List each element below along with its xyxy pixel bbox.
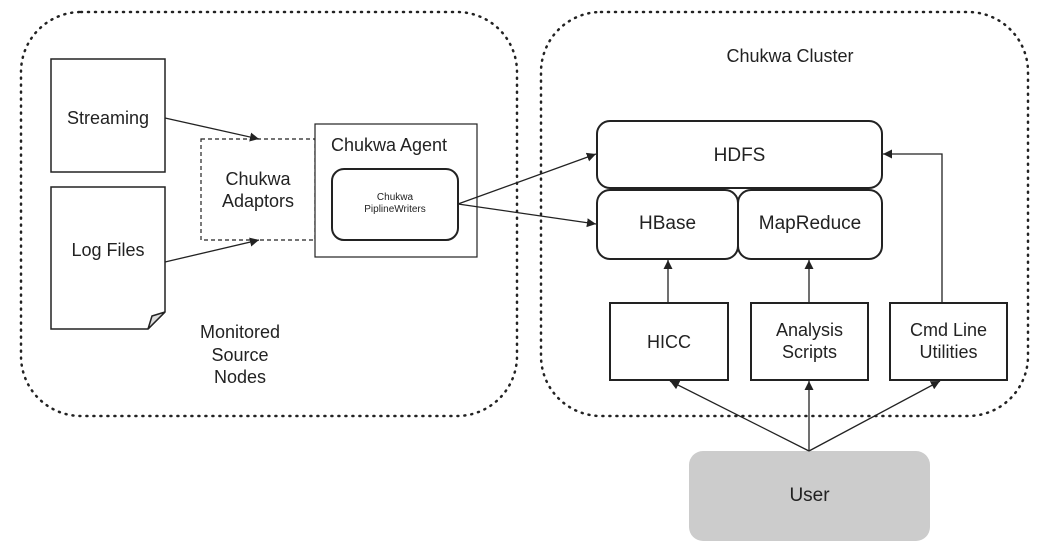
arrow-logfiles-to-adaptors (164, 237, 260, 263)
hdfs-label: HDFS (713, 145, 766, 167)
agent-title: Chukwa Agent (330, 134, 448, 155)
log-files-fold (147, 311, 166, 330)
hicc-box (609, 302, 729, 381)
analysis-label: Analysis Scripts (775, 319, 844, 363)
hdfs-box (596, 120, 883, 189)
adaptors-label: Chukwa Adaptors (221, 168, 295, 212)
cmdline-box (889, 302, 1008, 381)
streaming-box (50, 58, 166, 173)
hbase-label: HBase (638, 213, 697, 235)
arrow-user-to-cmdline (808, 380, 941, 452)
arrow-user-to-hicc (669, 380, 810, 452)
mapreduce-box (737, 189, 883, 260)
log-files-label: Log Files (71, 239, 145, 260)
pipeline-writers-label: Chukwa PiplineWriters (364, 192, 426, 215)
arrow-writers-to-hbase (457, 203, 597, 228)
analysis-box (750, 302, 869, 381)
source-nodes-label: Monitored Source Nodes (199, 322, 281, 388)
chukwa-cluster-label: Chukwa Cluster (726, 45, 854, 66)
mapreduce-label: MapReduce (758, 213, 862, 235)
user-box (689, 451, 930, 541)
arrow-streaming-to-adaptors (164, 117, 260, 142)
hicc-label: HICC (647, 331, 691, 352)
streaming-label: Streaming (66, 107, 150, 128)
arrow-writers-to-hdfs (457, 152, 597, 205)
chukwa-cluster-boundary (539, 10, 1030, 418)
user-label: User (789, 485, 830, 507)
cmdline-label: Cmd Line Utilities (909, 319, 988, 363)
arrow-cmdline-to-hdfs (883, 149, 943, 303)
source-nodes-boundary (19, 10, 519, 418)
